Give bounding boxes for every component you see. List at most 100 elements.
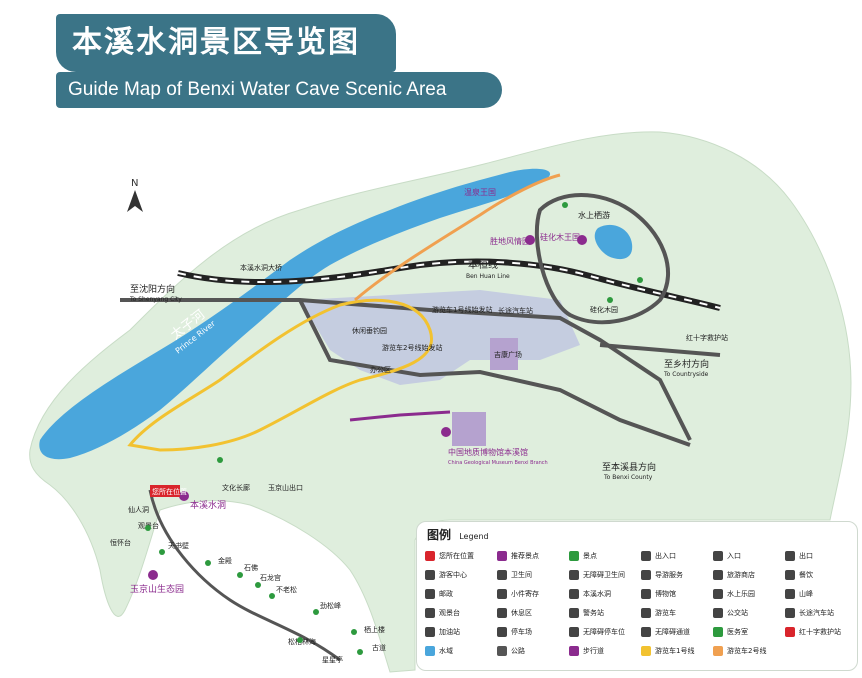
- walkway-line: [349, 410, 451, 422]
- red-cross-icon: [785, 626, 795, 637]
- legend-item: 无障碍停车位: [569, 622, 641, 641]
- mountain-park-marker[interactable]: [148, 570, 158, 580]
- road-south: [298, 299, 691, 447]
- legend-item: 旅游商店: [713, 565, 785, 584]
- rail-label-en: Ben Huan Line: [466, 273, 510, 280]
- countryside-label: 至乡村方向: [664, 358, 709, 370]
- legend-item: 餐饮: [785, 565, 857, 584]
- road-loop: [534, 193, 671, 325]
- cave-marker[interactable]: 您所在位置: [150, 485, 189, 501]
- legend-item-label: 无障碍卫生间: [583, 570, 625, 579]
- legend-panel: 图例 Legend 您所在位置推荐景点景点出入口入口出口游客中心卫生间无障碍卫生…: [416, 521, 858, 671]
- tour-bus2-label: 游览车2号线始发站: [382, 343, 442, 352]
- legend-item: 推荐景点: [497, 546, 569, 565]
- bus-station-label: 长途汽车站: [498, 306, 533, 315]
- legend-item-label: 推荐景点: [511, 551, 539, 560]
- gaixin-label: 吉康广场: [494, 350, 522, 359]
- rescue-label: 红十字救护站: [686, 333, 728, 342]
- water-icon: [425, 645, 435, 656]
- legend-item-label: 本溪水洞: [583, 589, 611, 598]
- gudao-label: 古道: [372, 643, 386, 652]
- accessible-parking-icon: [569, 626, 579, 637]
- water-park-icon: [713, 588, 723, 599]
- legend-item: 步行道: [569, 641, 641, 660]
- entry-icon: [713, 550, 723, 561]
- bus-icon: [641, 607, 651, 618]
- guide-icon: [641, 569, 651, 580]
- legend-item-label: 导游服务: [655, 570, 683, 579]
- legend-item-label: 邮政: [439, 589, 453, 598]
- visitor-icon: [425, 569, 435, 580]
- legend-item: 无障碍卫生间: [569, 565, 641, 584]
- road-hill: [148, 489, 341, 662]
- legend-grid: 您所在位置推荐景点景点出入口入口出口游客中心卫生间无障碍卫生间导游服务旅游商店餐…: [425, 546, 857, 660]
- legend-item-label: 出入口: [655, 551, 676, 560]
- legend-item: 休息区: [497, 603, 569, 622]
- mountain-icon: [785, 588, 795, 599]
- post-icon: [425, 588, 435, 599]
- shenyang-label-en: To Shenyang City: [129, 296, 182, 303]
- shilong-label: 石龙宫: [260, 573, 281, 582]
- gas-icon: [425, 626, 435, 637]
- legend-item: 出入口: [641, 546, 713, 565]
- legend-item-label: 游览车1号线: [655, 646, 695, 655]
- land-area: [29, 131, 852, 673]
- legend-item: 水域: [425, 641, 497, 660]
- toilet-icon: [497, 569, 507, 580]
- legend-item-label: 游客中心: [439, 570, 467, 579]
- exit-icon: [785, 550, 795, 561]
- fossil-king-marker[interactable]: [577, 235, 587, 245]
- police-icon: [569, 607, 579, 618]
- legend-item: 长途汽车站: [785, 603, 857, 622]
- legend-item: 观景台: [425, 603, 497, 622]
- legend-item-label: 景点: [583, 551, 597, 560]
- legend-item-label: 红十字救护站: [799, 627, 841, 636]
- benxi-label: 至本溪县方向: [602, 461, 656, 473]
- pin-icon: [425, 550, 435, 561]
- compass-icon: N: [127, 178, 143, 212]
- tianhu-label: 温泉王国: [464, 187, 496, 197]
- legend-item: 水上乐园: [713, 584, 785, 603]
- legend-item: 医务室: [713, 622, 785, 641]
- tour-bus1-label: 游览车1号线始发站: [432, 305, 492, 314]
- shirou-label: 石佛: [244, 563, 258, 572]
- legend-item-label: 游览车: [655, 608, 676, 617]
- jinhe-label: 劲松峰: [320, 601, 341, 610]
- mountain-park-label: 玉京山生态园: [130, 583, 184, 595]
- rest-icon: [497, 607, 507, 618]
- parking-icon: [497, 626, 507, 637]
- accessible-path-icon: [641, 626, 651, 637]
- legend-item-label: 医务室: [727, 627, 748, 636]
- bus-stop-icon: [713, 607, 723, 618]
- legend-item-label: 游览车2号线: [727, 646, 767, 655]
- tour-line-2: [354, 173, 561, 302]
- entrance-icon: [641, 550, 651, 561]
- clinic-icon: [713, 626, 723, 637]
- legend-item: 公路: [497, 641, 569, 660]
- legend-item-label: 出口: [799, 551, 813, 560]
- legend-item-label: 观景台: [439, 608, 460, 617]
- legend-item-label: 卫生间: [511, 570, 532, 579]
- qihai-label: 栖上楼: [364, 625, 385, 634]
- hengsheng-label: 恒怀台: [110, 538, 131, 547]
- legend-item-label: 入口: [727, 551, 741, 560]
- fossil-king-label: 硅化木王国: [540, 232, 580, 242]
- legend-item: 红十字救护站: [785, 622, 857, 641]
- museum-marker[interactable]: [441, 427, 451, 437]
- legend-item: 本溪水洞: [569, 584, 641, 603]
- map-title: 本溪水洞景区导览图: [56, 14, 396, 72]
- legend-item-label: 停车场: [511, 627, 532, 636]
- resort-marker[interactable]: [525, 235, 535, 245]
- legend-item-label: 公交站: [727, 608, 748, 617]
- wenhua-label: 文化长廊: [222, 483, 250, 492]
- legend-item-label: 旅游商店: [727, 570, 755, 579]
- legend-item-label: 公路: [511, 646, 525, 655]
- legend-item: 警务站: [569, 603, 641, 622]
- benxi-label-en: To Benxi County: [603, 474, 653, 481]
- legend-item-label: 加油站: [439, 627, 460, 636]
- legend-item-label: 警务站: [583, 608, 604, 617]
- legend-item: 山峰: [785, 584, 857, 603]
- rail-label: 本桓线: [468, 258, 498, 271]
- legend-item: 卫生间: [497, 565, 569, 584]
